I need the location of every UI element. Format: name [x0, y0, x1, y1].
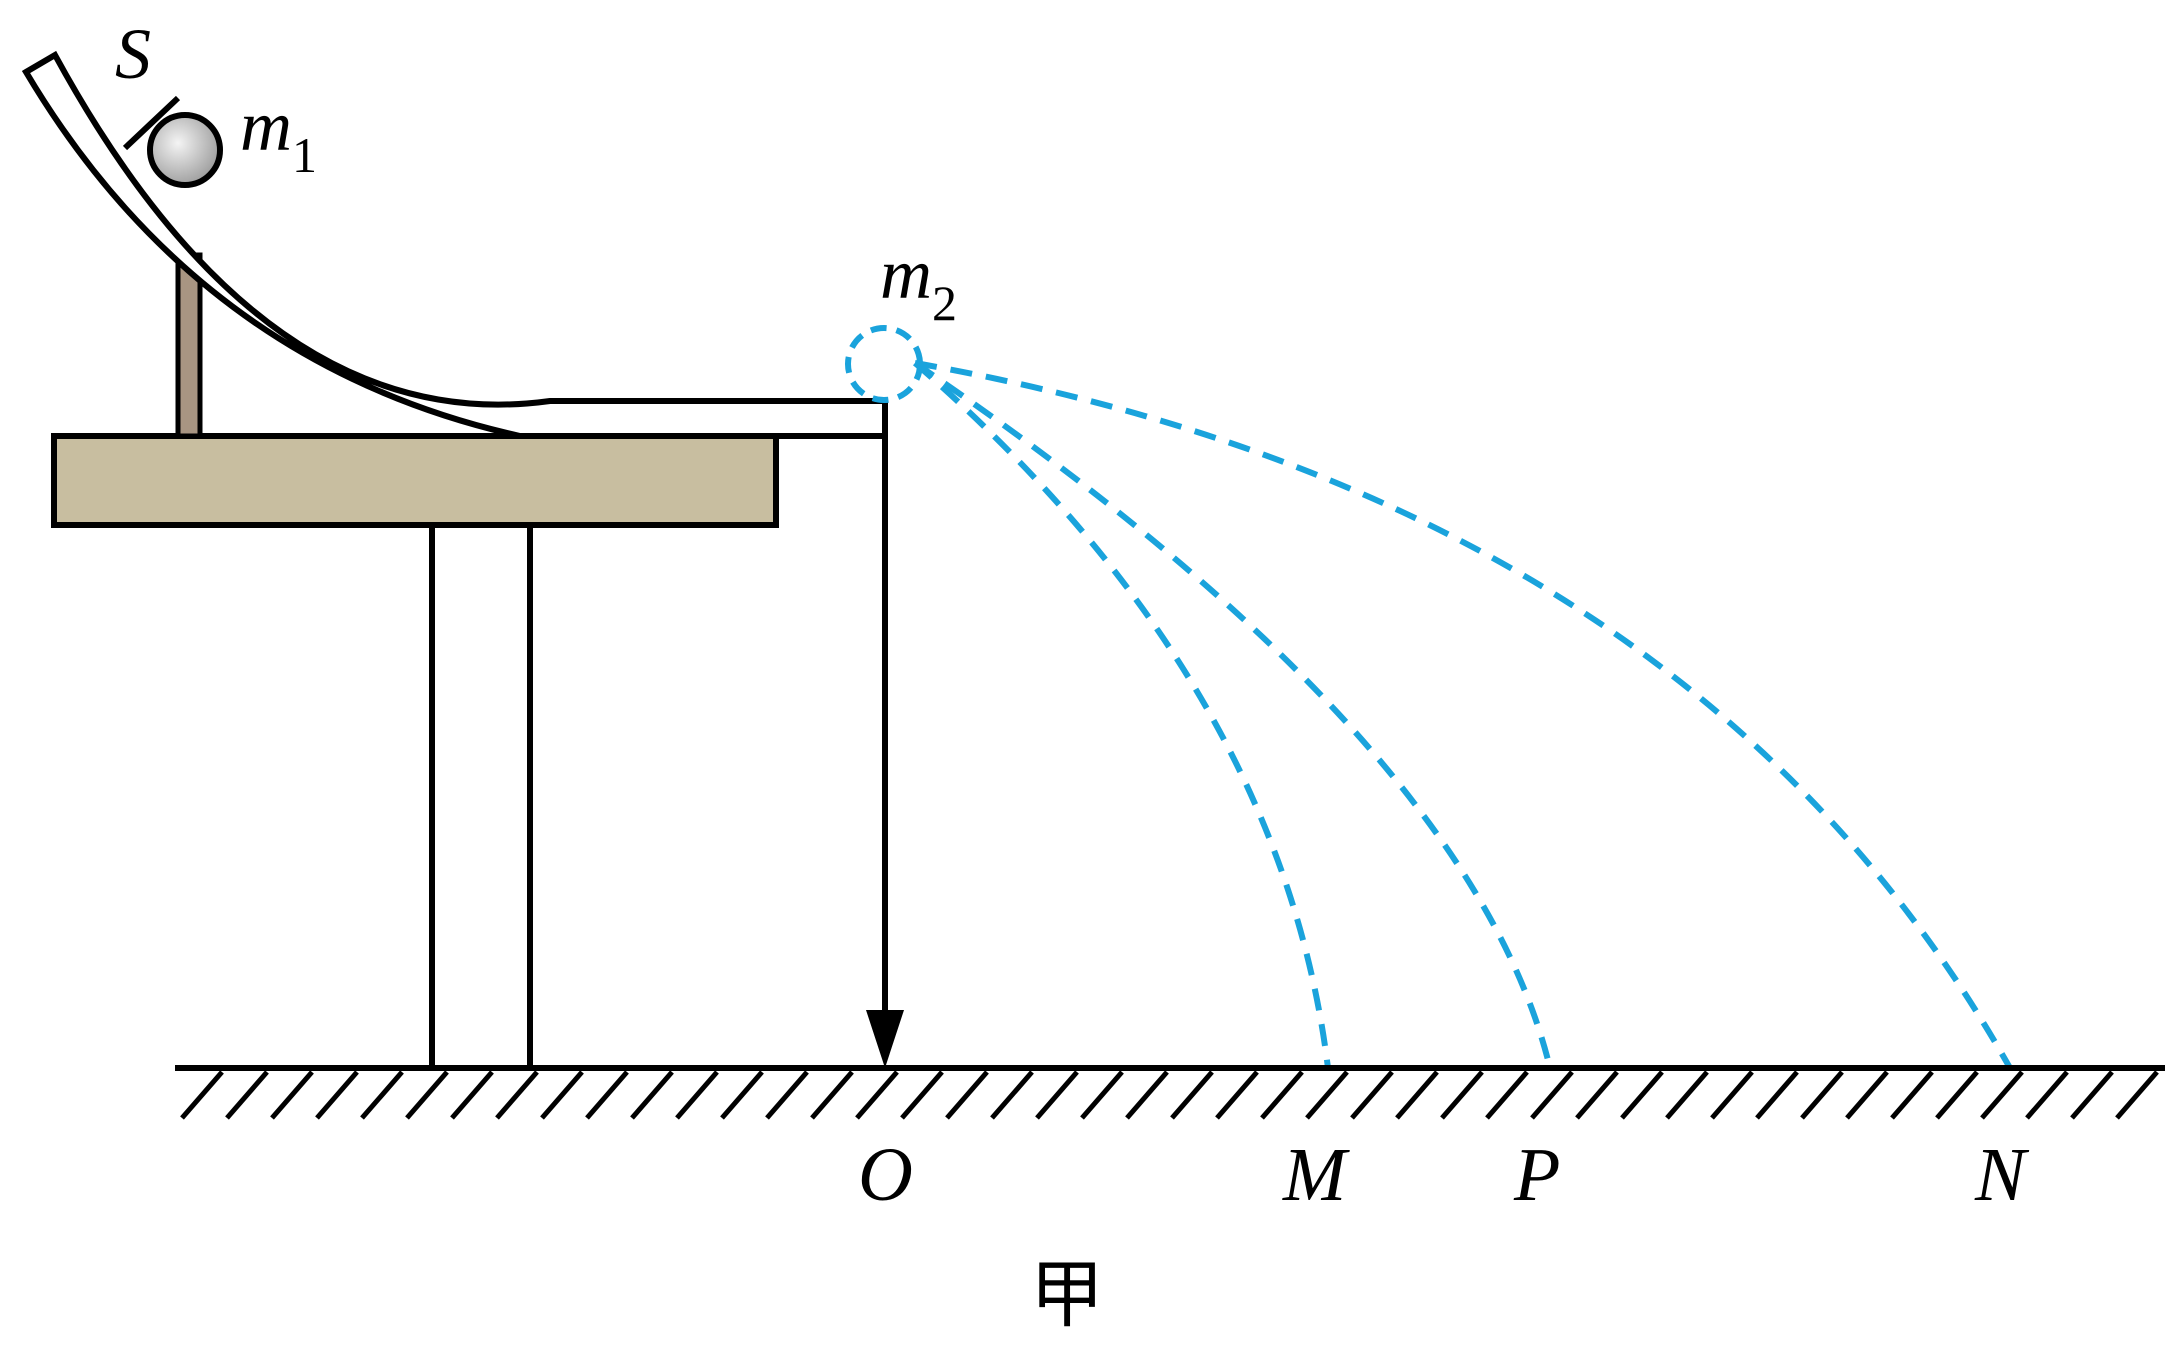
hatch-mark	[225, 1070, 269, 1120]
hatch-mark	[270, 1070, 314, 1120]
hatch-mark	[1215, 1070, 1259, 1120]
hatch-mark	[1035, 1070, 1079, 1120]
hatch-mark	[765, 1070, 809, 1120]
hatch-mark	[1080, 1070, 1124, 1120]
hatch-mark	[810, 1070, 854, 1120]
ground-hatching	[180, 1070, 2159, 1120]
hatch-mark	[495, 1070, 539, 1120]
hatch-mark	[1260, 1070, 1304, 1120]
hatch-mark	[585, 1070, 629, 1120]
label-m2: m2	[880, 234, 957, 331]
hatch-mark	[1620, 1070, 1664, 1120]
hatch-mark	[2115, 1070, 2159, 1120]
hatch-mark	[675, 1070, 719, 1120]
hatch-mark	[630, 1070, 674, 1120]
hatch-mark	[1125, 1070, 1169, 1120]
label-m: M	[1282, 1133, 1350, 1217]
ball-m1	[147, 112, 223, 188]
hatch-mark	[1530, 1070, 1574, 1120]
hatch-mark	[900, 1070, 944, 1120]
table-leg	[429, 520, 533, 1071]
ball-m2-outline	[845, 325, 923, 403]
trajectory-to-n	[914, 360, 2013, 1070]
ramp-track	[21, 50, 888, 439]
trajectory-to-m	[913, 360, 1331, 1069]
hatch-mark	[2025, 1070, 2069, 1120]
hatch-mark	[855, 1070, 899, 1120]
hatch-mark	[1755, 1070, 1799, 1120]
hatch-mark	[1980, 1070, 2024, 1120]
caption: 甲	[1030, 1252, 1104, 1338]
label-s: S	[115, 14, 151, 94]
hatch-mark	[1440, 1070, 1484, 1120]
hatch-mark	[540, 1070, 584, 1120]
hatch-mark	[1800, 1070, 1844, 1120]
plumb-arrow-head	[866, 1010, 904, 1068]
hatch-mark	[1845, 1070, 1889, 1120]
hatch-mark	[1485, 1070, 1529, 1120]
label-n: N	[1974, 1133, 2030, 1217]
hatch-mark	[180, 1070, 224, 1120]
hatch-mark	[360, 1070, 404, 1120]
hatch-mark	[1170, 1070, 1214, 1120]
hatch-mark	[1305, 1070, 1349, 1120]
label-o: O	[858, 1133, 913, 1217]
hatch-mark	[990, 1070, 1034, 1120]
hatch-mark	[720, 1070, 764, 1120]
hatch-mark	[1890, 1070, 1934, 1120]
trajectory-to-p	[913, 360, 1553, 1069]
hatch-mark	[405, 1070, 449, 1120]
hatch-mark	[1935, 1070, 1979, 1120]
ramp-support-post	[175, 252, 203, 439]
hatch-mark	[1665, 1070, 1709, 1120]
hatch-mark	[1710, 1070, 1754, 1120]
hatch-mark	[1575, 1070, 1619, 1120]
label-p: P	[1513, 1133, 1560, 1217]
hatch-mark	[1350, 1070, 1394, 1120]
hatch-mark	[2070, 1070, 2114, 1120]
hatch-mark	[315, 1070, 359, 1120]
hatch-mark	[1395, 1070, 1439, 1120]
stop-bar-s	[122, 95, 181, 151]
hatch-mark	[945, 1070, 989, 1120]
hatch-mark	[450, 1070, 494, 1120]
label-m1: m1	[240, 86, 317, 183]
table-top	[51, 433, 779, 528]
